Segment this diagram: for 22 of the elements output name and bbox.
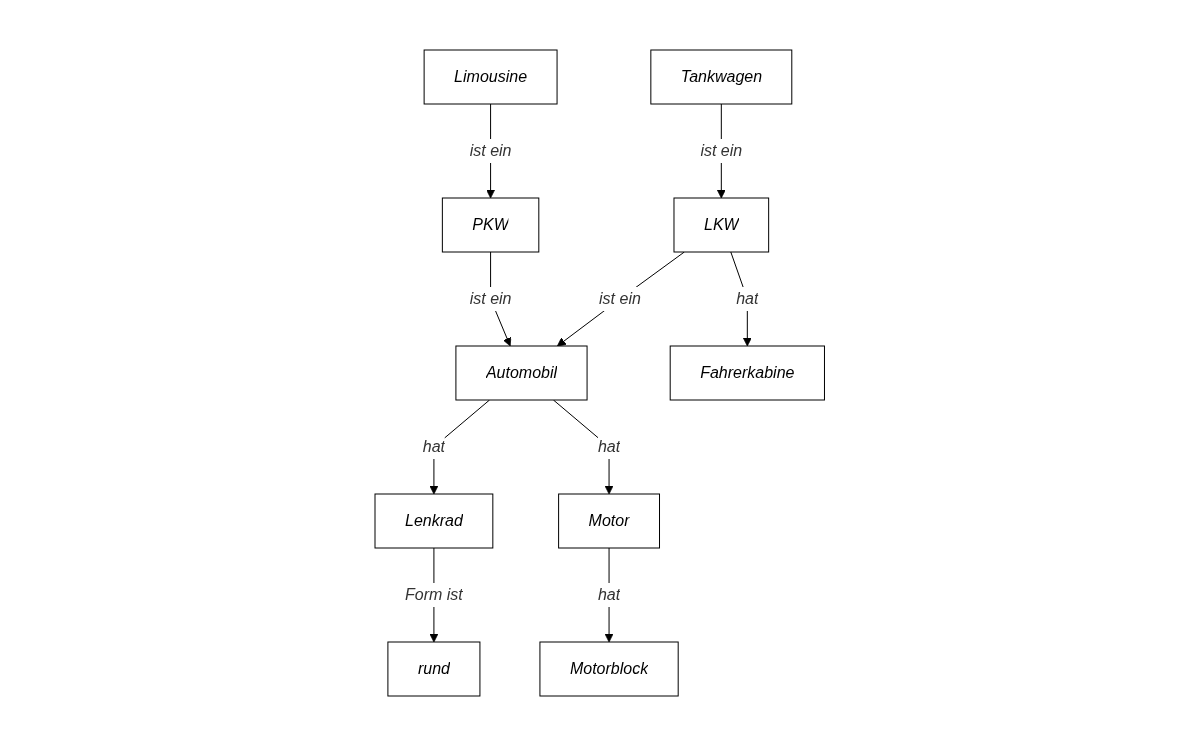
edge-label: ist ein <box>700 141 743 159</box>
node-box: Automobil <box>455 345 588 400</box>
arrow <box>429 399 491 494</box>
edge-label: ist ein <box>599 289 642 307</box>
arrow <box>730 251 752 346</box>
arrow <box>553 399 614 494</box>
edge-label: ist ein <box>469 289 512 307</box>
node-box: Lenkrad <box>374 493 494 548</box>
node-box: Motorblock <box>539 641 679 696</box>
arrow <box>557 251 686 346</box>
edge-label: Form ist <box>405 585 464 603</box>
edge-label: hat <box>423 437 446 455</box>
node-box: Tankwagen <box>650 49 793 104</box>
edge-label: hat <box>598 437 621 455</box>
edge-label: ist ein <box>469 141 512 159</box>
node-box: rund <box>387 641 481 696</box>
node-box: Motor <box>558 493 661 548</box>
arrow <box>604 547 614 642</box>
edge-label: hat <box>598 585 621 603</box>
node-box: Fahrerkabine <box>669 345 826 400</box>
edge-label: hat <box>736 289 759 307</box>
node-box: Limousine <box>423 49 558 104</box>
